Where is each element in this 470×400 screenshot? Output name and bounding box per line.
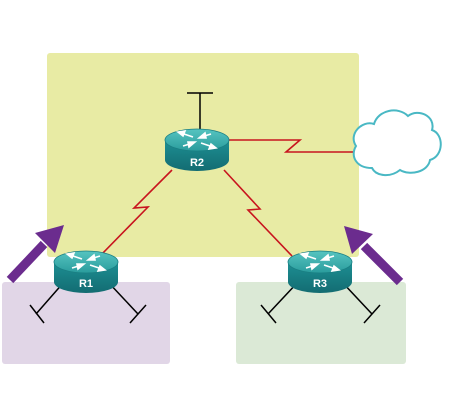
cloud-icon	[352, 109, 442, 176]
router-label-r1: R1	[79, 278, 93, 290]
serial-link-r2-r1	[99, 169, 173, 257]
router-icon	[287, 250, 353, 293]
area-left	[2, 282, 170, 364]
router-label-r3: R3	[313, 278, 327, 290]
arrow-icon-right	[344, 226, 404, 286]
serial-link-r2-cloud	[222, 139, 356, 153]
area-right	[236, 282, 406, 364]
router-r3[interactable]: R3	[287, 250, 353, 293]
lan-stub-r2	[187, 92, 213, 130]
serial-link-r2-r3	[223, 169, 293, 257]
router-label-r2: R2	[190, 157, 204, 169]
router-r1[interactable]: R1	[53, 250, 119, 293]
router-icon	[53, 250, 119, 293]
router-icon	[164, 128, 230, 171]
router-r2[interactable]: R2	[164, 128, 230, 171]
arrow-icon-left	[6, 225, 64, 284]
